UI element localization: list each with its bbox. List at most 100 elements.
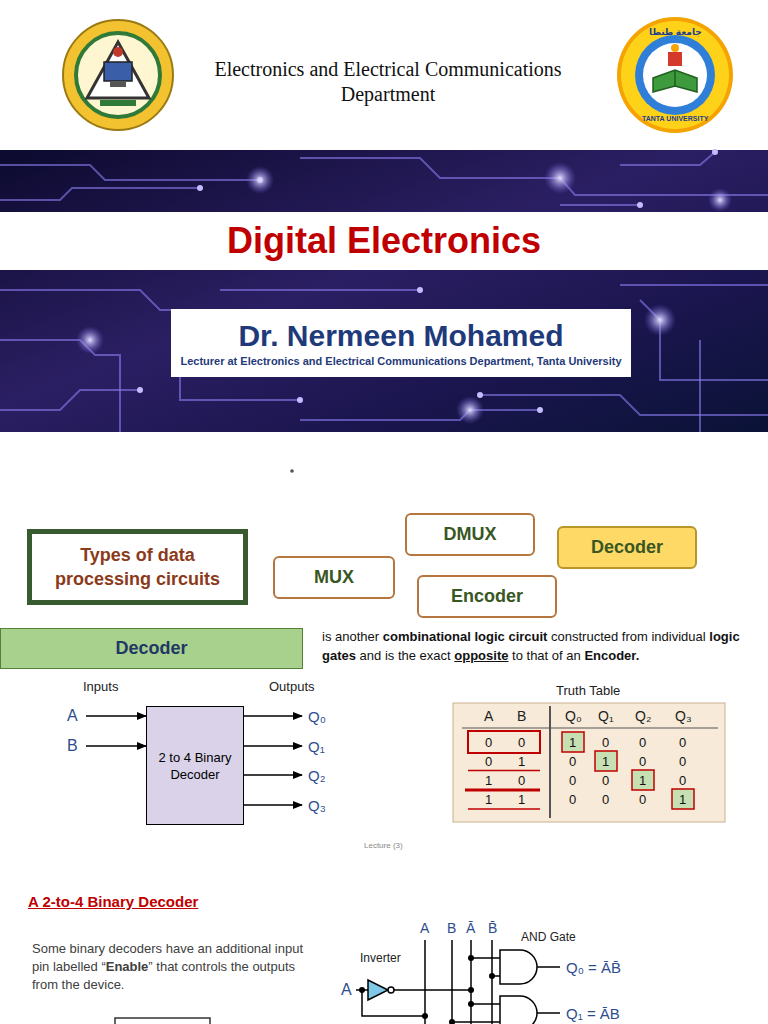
signal-group-label: Outputs <box>269 679 315 694</box>
table-cell: 1 <box>639 773 646 788</box>
circuit-banner-part-part <box>137 387 143 393</box>
circuit-banner-part-part <box>300 158 768 195</box>
input-signal: A <box>67 707 78 725</box>
decoder-block: 2 to 4 Binary Decoder <box>146 706 244 825</box>
type-box: Encoder <box>417 575 557 618</box>
circuit-banner-part-part <box>712 149 718 155</box>
block-diagram-arrows-part <box>244 715 302 717</box>
circuit-banner-part-part <box>708 188 732 212</box>
circuit-banner-part <box>0 150 768 432</box>
type-name: Encoder <box>451 586 523 607</box>
decoder-logic-circuit-part-part <box>468 987 474 993</box>
truth-table-grid-part <box>468 808 540 810</box>
table-header: Q₃ <box>675 708 692 724</box>
university-logo-part <box>671 44 679 52</box>
decoder-logic-circuit-part <box>491 940 493 1024</box>
faculty-logo-part <box>87 42 149 98</box>
circuit-banner-part <box>76 162 732 424</box>
category-box: Types of data processing circuits <box>27 529 248 605</box>
table-cell: 0 <box>485 735 492 750</box>
truth-table-grid-part <box>632 770 654 790</box>
circuit-banner-part-part <box>560 204 640 206</box>
table-cell: 1 <box>679 792 686 807</box>
bus-line-label: B̄ <box>488 920 497 936</box>
truth-table-grid-part <box>595 751 617 771</box>
block-diagram-arrows-part <box>86 715 146 717</box>
body-text: and is the exact <box>360 648 451 663</box>
block-label: 2 to 4 Binary Decoder <box>153 749 237 783</box>
output-signal: Q₂ <box>308 767 326 784</box>
table-cell: 0 <box>602 735 609 750</box>
body-text: is another <box>322 629 379 644</box>
circuit-banner-part-part <box>0 165 260 180</box>
truth-table-grid-part <box>562 732 584 752</box>
enable-box <box>115 1018 210 1024</box>
slide-title: Digital Electronics <box>227 220 541 262</box>
decoder-logic-circuit-part-part <box>422 1013 428 1019</box>
circuit-banner <box>0 149 768 432</box>
faculty-logo-part <box>63 20 173 130</box>
bus-line-label: Ā <box>466 920 475 936</box>
output-signal: Q₃ <box>308 797 326 814</box>
block-diagram-arrows-part <box>86 745 146 747</box>
circuit-banner-part-part <box>220 289 420 291</box>
emphasis-text: Enable <box>106 959 149 974</box>
circuit-banner-part <box>0 152 768 432</box>
university-logo <box>617 17 733 133</box>
circuit-banner-part <box>0 212 768 270</box>
section-title: Decoder <box>115 638 187 659</box>
circuit-banner-part-part <box>637 202 643 208</box>
table-cell: 0 <box>639 735 646 750</box>
table-cell: 0 <box>679 735 686 750</box>
truth-table-grid-part <box>465 789 540 792</box>
circuit-banner-part-part <box>0 188 200 200</box>
circuit-banner-part-part <box>456 396 484 424</box>
faculty-logo-part <box>76 33 160 117</box>
table-cell: 0 <box>679 773 686 788</box>
circuit-banner-part-part <box>76 326 104 354</box>
table-cell: 1 <box>485 792 492 807</box>
table-cell: 1 <box>518 754 525 769</box>
decoder-logic-circuit-part <box>452 1021 500 1023</box>
circuit-banner-part-part <box>197 185 203 191</box>
decoder-logic-circuit-part <box>388 987 394 993</box>
circuit-banner-part-part <box>620 152 715 165</box>
block-diagram-arrows-part <box>244 804 302 806</box>
university-logo-part <box>674 70 676 86</box>
decoder-logic-circuit-part-part <box>468 1001 474 1007</box>
truth-table-grid-part <box>672 789 694 809</box>
faculty-logo-part <box>110 82 126 87</box>
table-cell: 0 <box>679 754 686 769</box>
signal-group-label: Inputs <box>83 679 118 694</box>
table-cell: 0 <box>569 754 576 769</box>
university-logo-part <box>668 52 682 66</box>
type-box: MUX <box>273 556 395 599</box>
circuit-banner-part-part <box>0 340 120 432</box>
block-diagram-arrows-part <box>244 774 302 776</box>
author-name: Dr. Nermeen Mohamed <box>238 318 563 354</box>
output-equation: Q₁ = ĀB <box>566 1005 620 1022</box>
circuit-banner-part-part <box>0 390 140 410</box>
decoder-logic-circuit-part <box>537 966 560 968</box>
table-cell: 0 <box>602 773 609 788</box>
author-affiliation: Lecturer at Electronics and Electrical C… <box>180 354 621 368</box>
input-signal: B <box>67 737 78 755</box>
truth-table-grid-part <box>453 703 725 822</box>
circuit-banner-part-part <box>246 166 274 194</box>
circuit-banner-part <box>137 149 718 413</box>
decoder-logic-circuit-part <box>451 940 453 1024</box>
enable-note-paragraph: Some binary decoders have an additional … <box>32 940 304 994</box>
table-header: B <box>517 708 526 724</box>
table-cell: 1 <box>569 735 576 750</box>
department-heading: Electronics and Electrical Communication… <box>178 57 598 107</box>
circuit-banner-part-part <box>417 287 423 293</box>
university-logo-part <box>621 21 729 129</box>
type-name: MUX <box>314 567 354 588</box>
table-cell: 0 <box>639 792 646 807</box>
section-heading: A 2-to-4 Binary Decoder <box>28 893 198 910</box>
table-title: Truth Table <box>556 683 620 698</box>
truth-table-grid-part <box>549 706 551 818</box>
highlighted-type-box: Decoder <box>557 526 697 569</box>
